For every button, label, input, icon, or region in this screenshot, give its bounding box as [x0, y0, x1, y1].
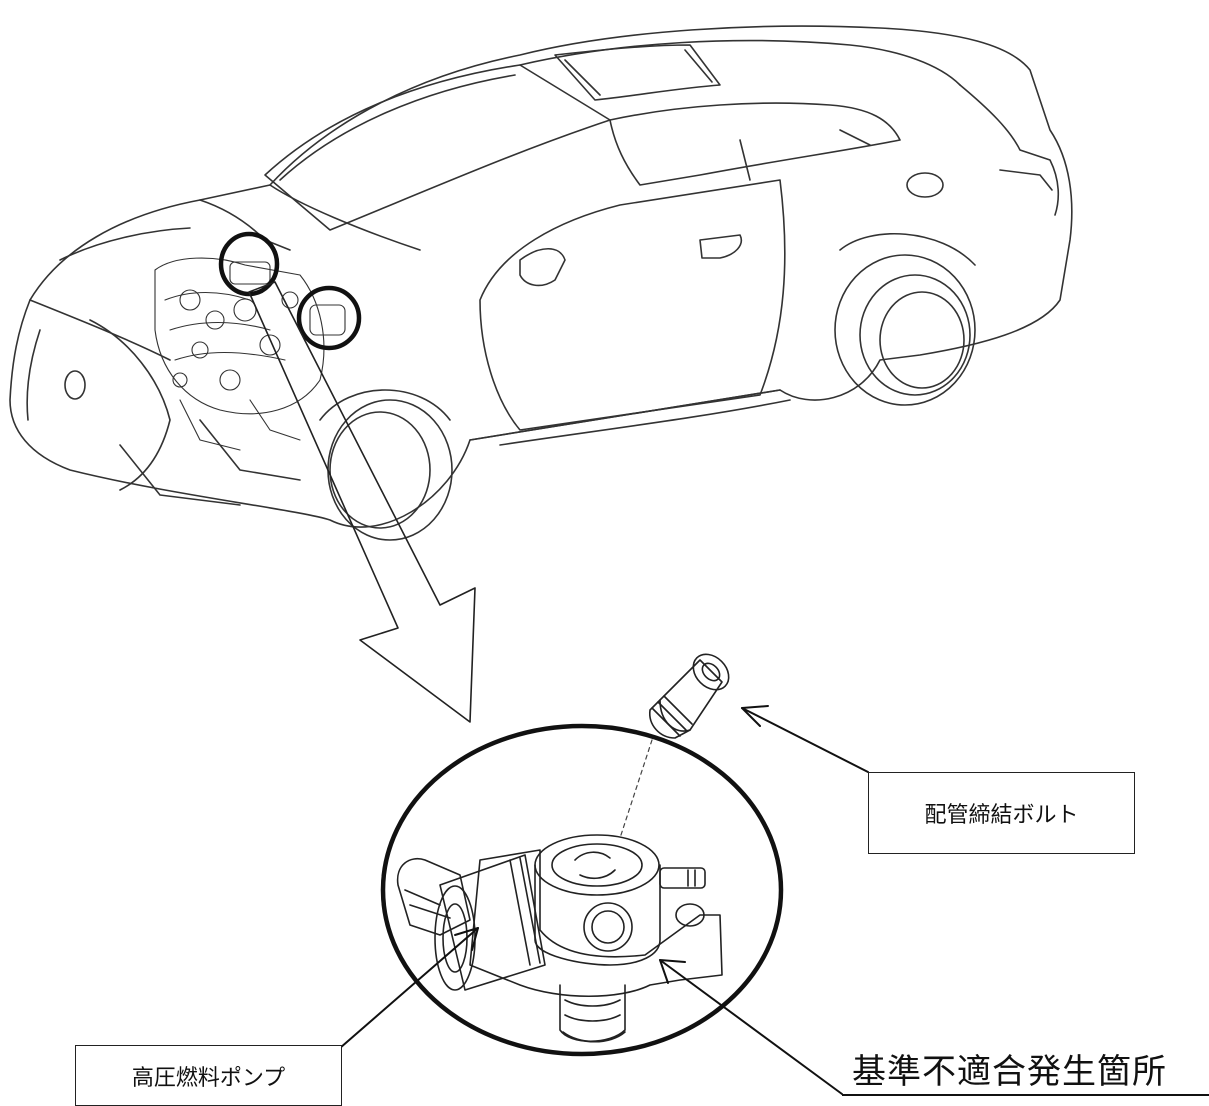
bolt-leader-line [741, 707, 869, 773]
zoom-arrow [248, 281, 476, 723]
bolt-label-text: 配管締結ボルト [924, 803, 1079, 828]
leader-lines [339, 705, 869, 1095]
bolt-label-box: 配管締結ボルト [868, 772, 1135, 854]
fuel-pump-illustration [396, 834, 723, 1043]
defect-location-label: 基準不適合発生箇所 [852, 1052, 1167, 1092]
detail-ellipse [380, 723, 784, 1057]
car-illustration [9, 25, 1073, 541]
pump-leader-line [339, 927, 479, 1049]
pump-label-box: 高圧燃料ポンプ [75, 1045, 342, 1106]
bolt-axis-dashed-line [619, 739, 653, 839]
defect-leader-line [659, 959, 843, 1095]
highlight-circle-main [218, 231, 280, 297]
highlight-circles [218, 231, 362, 351]
pump-label-text: 高圧燃料ポンプ [131, 1065, 286, 1091]
highlight-circle-secondary [296, 285, 362, 351]
banjo-bolt-illustration [649, 653, 730, 739]
defect-label-underline [842, 1094, 1209, 1096]
